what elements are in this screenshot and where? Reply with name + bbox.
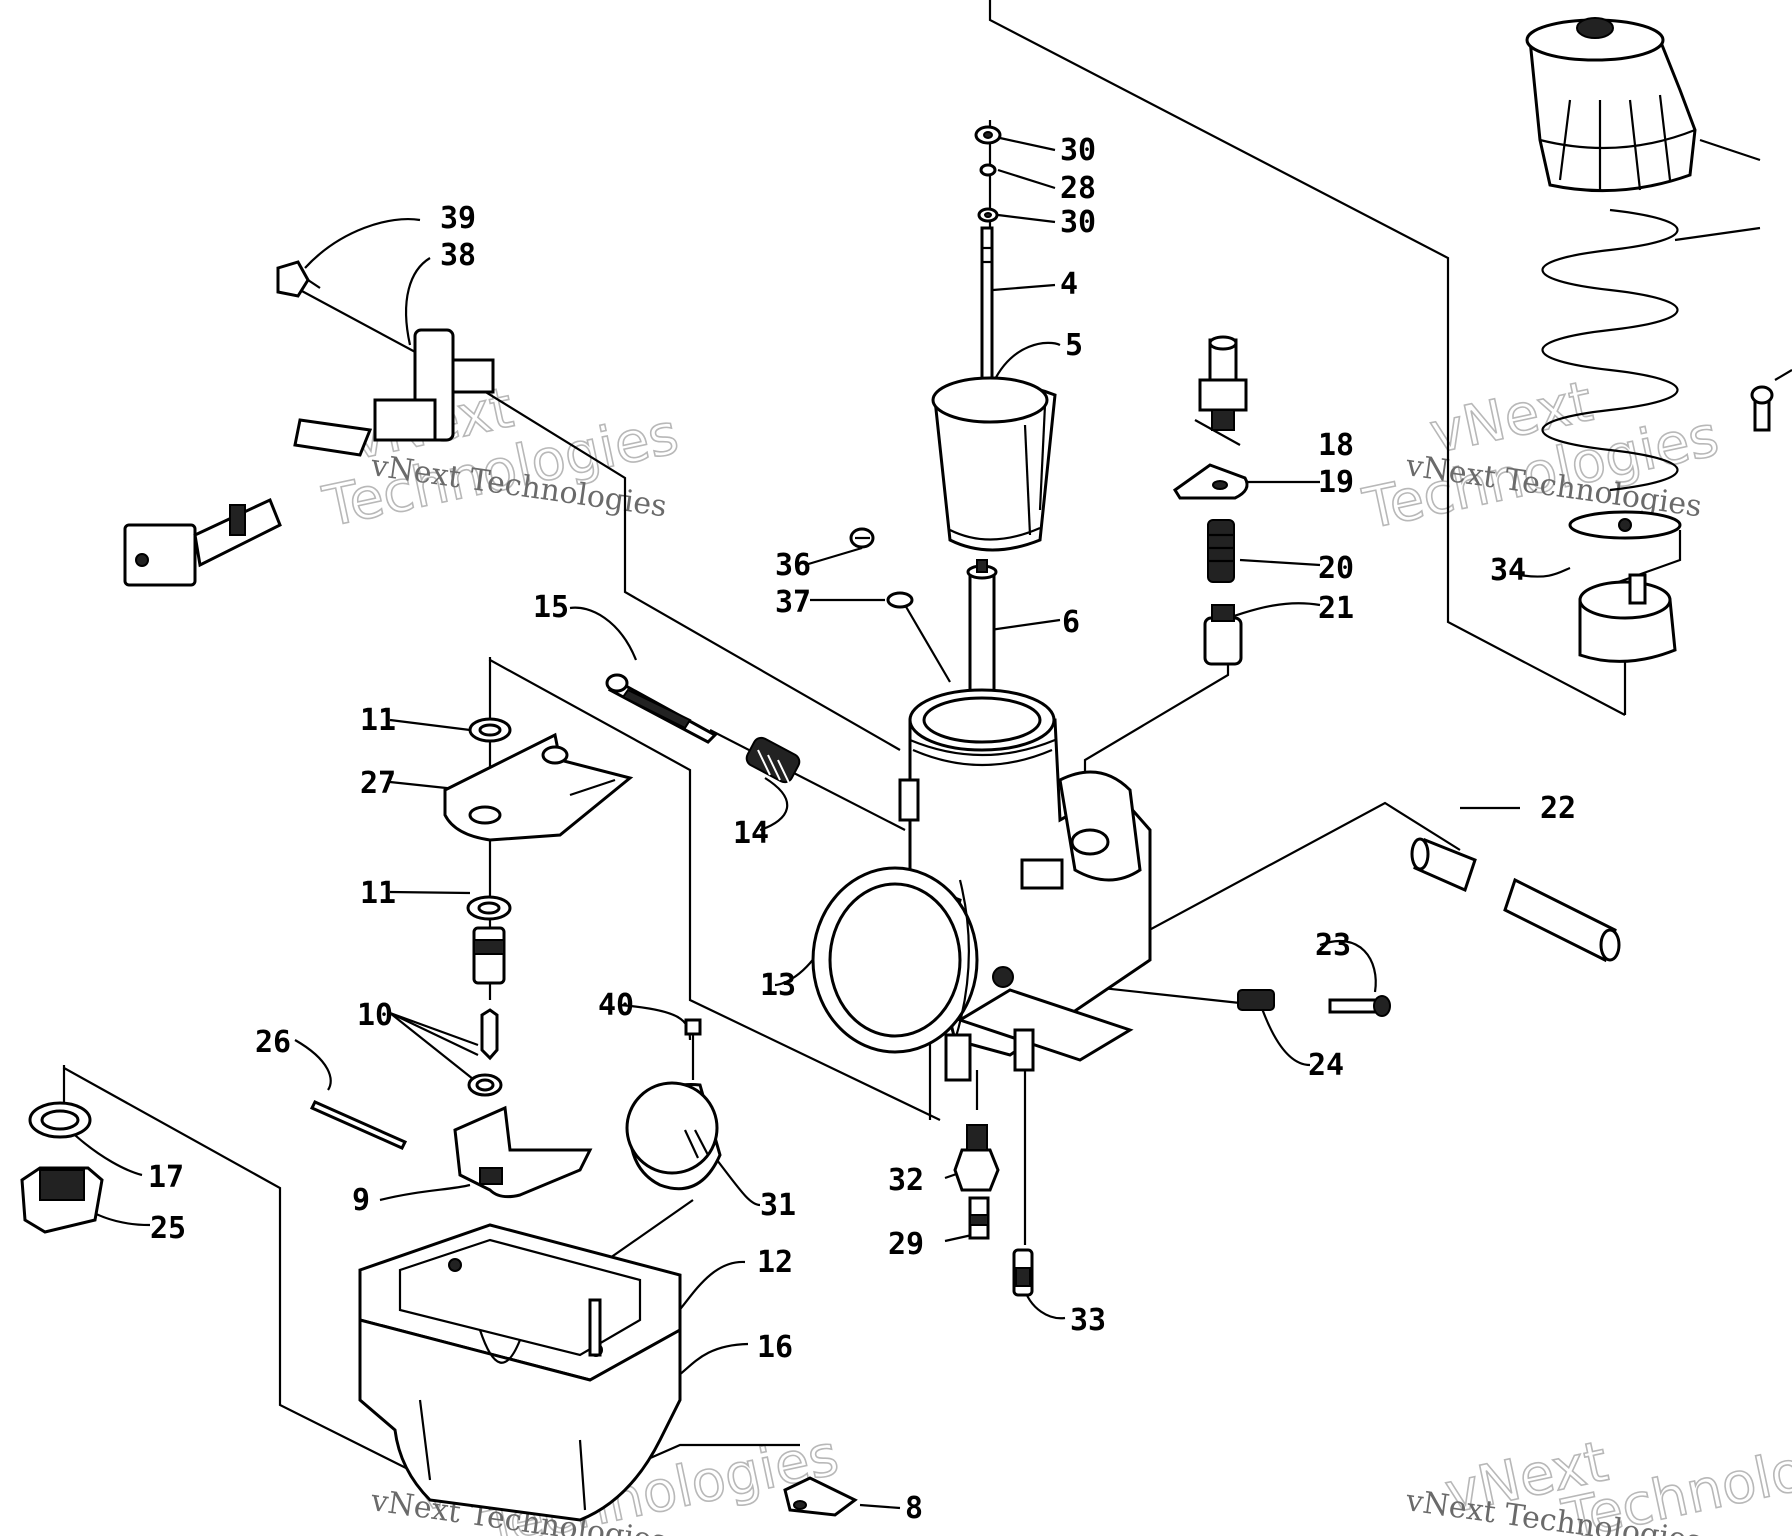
callout-20: 20: [1318, 551, 1354, 586]
callout-37: 37: [775, 585, 811, 620]
callout-10: 10: [357, 998, 393, 1033]
float-arm-9: [453, 1105, 593, 1199]
throttle-sensor-38: [123, 328, 495, 587]
callout-30-lower: 30: [1060, 205, 1096, 240]
callout-labels: 30 28 30 4 5 18 19 20 21 6 36 37 39 38 1…: [148, 133, 1576, 1526]
bracket-8: [783, 1476, 858, 1517]
callout-30-top: 30: [1060, 133, 1096, 168]
washer-17: [28, 1101, 92, 1139]
callout-31: 31: [760, 1188, 796, 1223]
throttle-slide-5: [931, 376, 1057, 552]
washer-11-lower: [466, 895, 512, 921]
float-pin-26: [309, 1100, 408, 1150]
float-bowl-16: [358, 1258, 682, 1522]
callout-8: 8: [905, 1491, 923, 1526]
screw-36: [849, 527, 875, 549]
washer-30-top: [974, 125, 1002, 145]
plate-27: [443, 732, 634, 842]
callout-26: 26: [255, 1025, 291, 1060]
bolt-39: [276, 260, 321, 298]
callout-36: 36: [775, 548, 811, 583]
callout-32: 32: [888, 1163, 924, 1198]
spring-top: [1541, 208, 1682, 540]
screw-right: [1750, 385, 1774, 432]
callout-24: 24: [1308, 1048, 1344, 1083]
callout-23: 23: [1315, 928, 1351, 963]
needle-jet-10: [467, 926, 506, 1097]
float-31: [625, 1081, 722, 1191]
washer-37: [886, 591, 914, 609]
plunger-21: [1203, 604, 1243, 666]
callout-25: 25: [150, 1211, 186, 1246]
callout-5: 5: [1065, 328, 1083, 363]
top-cap: [1525, 17, 1697, 193]
washer-30-lower: [977, 207, 999, 223]
callout-9: 9: [352, 1183, 370, 1218]
callout-38: 38: [440, 238, 476, 273]
callout-33: 33: [1070, 1303, 1106, 1338]
tube-22: [1410, 837, 1621, 963]
drain-plug-25: [20, 1166, 104, 1234]
callout-12: 12: [757, 1245, 793, 1280]
callout-28: 28: [1060, 171, 1096, 206]
callout-21: 21: [1318, 591, 1354, 626]
idle-screw-15: [605, 673, 718, 744]
carburetor-body-13: [811, 688, 1152, 1082]
callout-4: 4: [1060, 267, 1078, 302]
clip-28: [979, 163, 997, 177]
callout-17: 17: [148, 1160, 184, 1195]
leader-lines: [63, 136, 1571, 1510]
main-jet-32: [953, 1124, 1000, 1192]
plate-19: [1172, 463, 1249, 500]
cap-base-34: [1578, 573, 1677, 663]
callout-6: 6: [1062, 605, 1080, 640]
callout-19: 19: [1318, 465, 1354, 500]
fitting-18: [1198, 335, 1248, 431]
callout-22: 22: [1540, 791, 1576, 826]
callout-29: 29: [888, 1227, 924, 1262]
pilot-jet-29: [968, 1196, 990, 1240]
callout-16: 16: [757, 1330, 793, 1365]
plug-40: [684, 1018, 702, 1036]
callout-40: 40: [598, 988, 634, 1023]
spring-14: [745, 736, 801, 786]
callout-15: 15: [533, 590, 569, 625]
jet-33: [1012, 1248, 1034, 1297]
callout-27: 27: [360, 766, 396, 801]
screw-23: [1328, 995, 1391, 1017]
spring-24: [1237, 989, 1275, 1011]
callout-11-lower: 11: [360, 876, 396, 911]
callout-14: 14: [733, 816, 769, 851]
callout-34: 34: [1490, 553, 1526, 588]
callout-13: 13: [760, 968, 796, 1003]
callout-18: 18: [1318, 428, 1354, 463]
washer-11-top: [468, 717, 512, 743]
spring-20: [1207, 519, 1235, 583]
callout-11-top: 11: [360, 703, 396, 738]
callout-39: 39: [440, 201, 476, 236]
